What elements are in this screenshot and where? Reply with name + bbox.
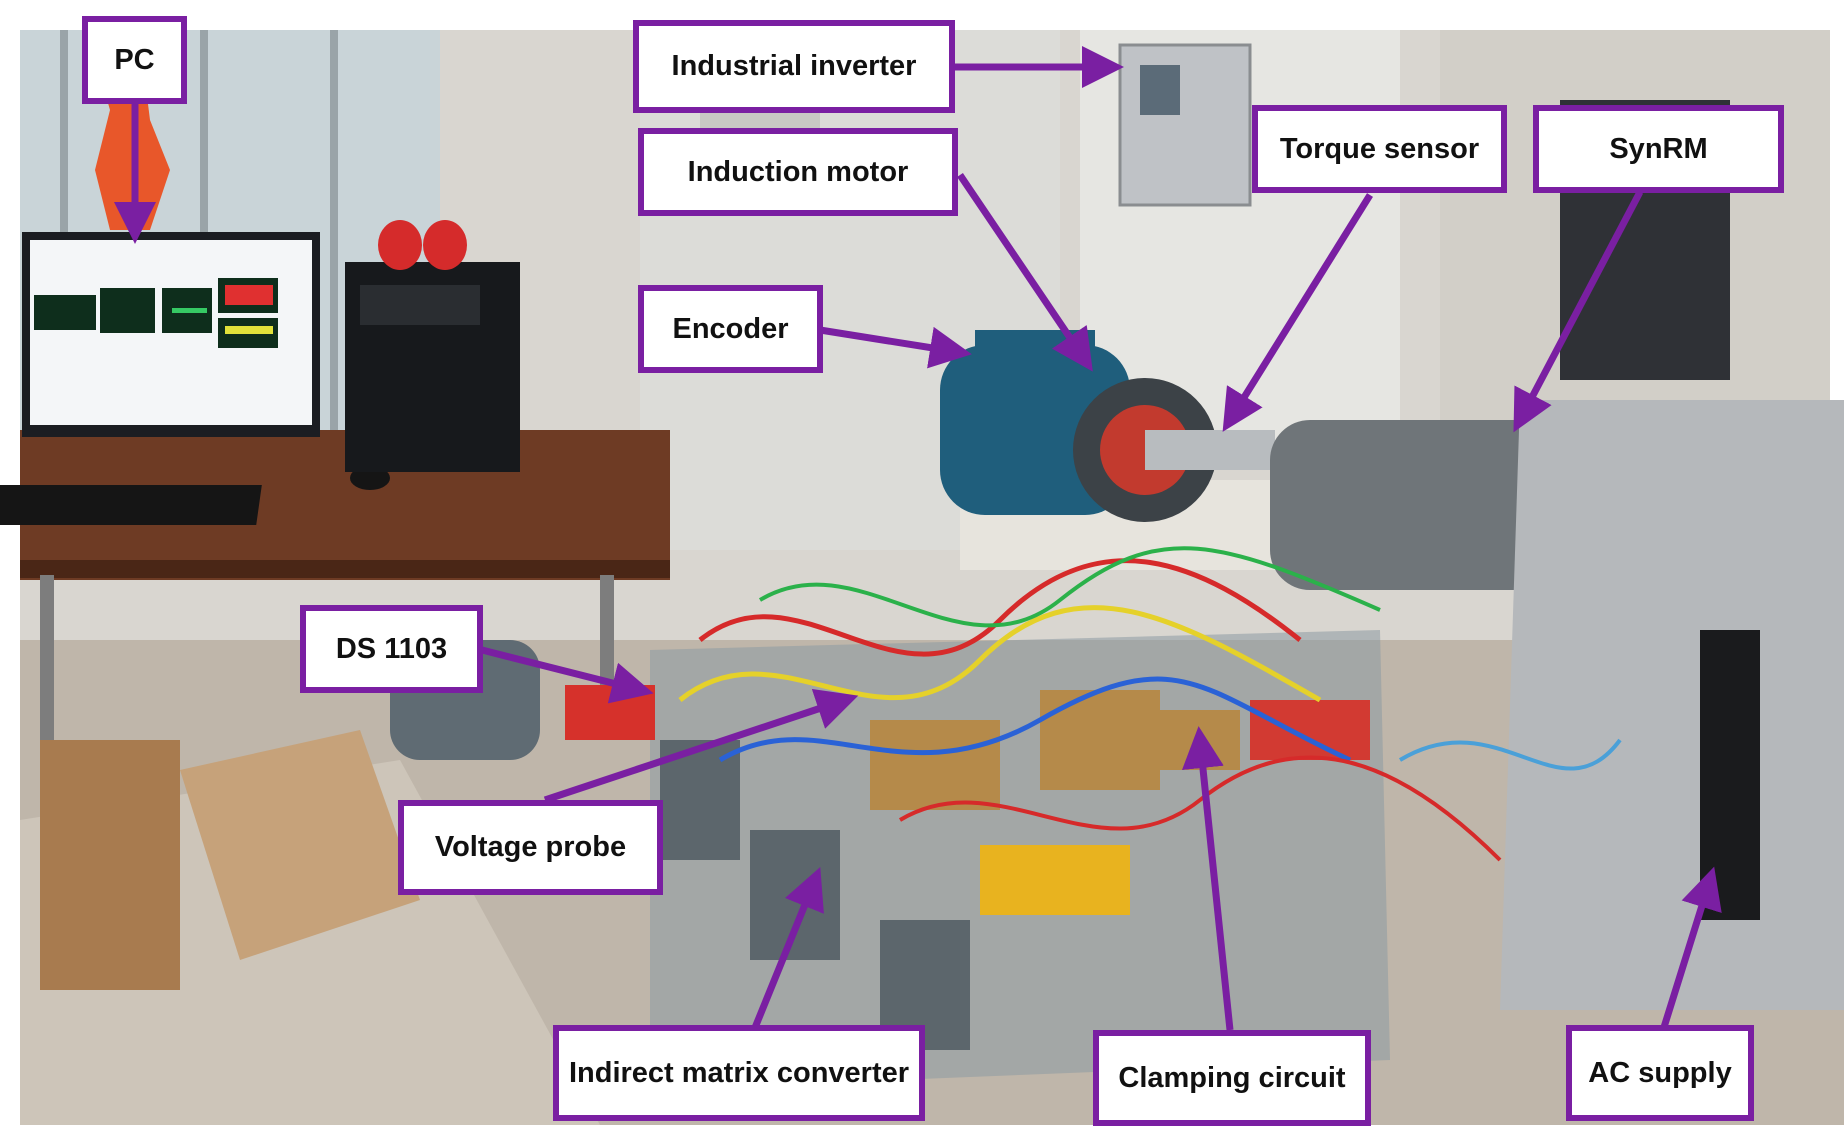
- label-synrm: SynRM: [1533, 105, 1784, 193]
- multimeter: [980, 845, 1130, 915]
- ds1103-box: [565, 685, 655, 740]
- inverter-unit: [1118, 43, 1252, 207]
- label-clamping-circuit: Clamping circuit: [1093, 1030, 1371, 1126]
- pcb-board: [870, 720, 1000, 810]
- label-torque-sensor: Torque sensor: [1252, 105, 1507, 193]
- label-voltage-probe: Voltage probe: [398, 800, 663, 895]
- label-pc: PC: [82, 16, 187, 104]
- label-induction-motor: Induction motor: [638, 128, 958, 216]
- ac-supply-cabinet: [1500, 400, 1844, 1010]
- label-indirect-matrix-converter: Indirect matrix converter: [553, 1025, 925, 1121]
- label-industrial-inverter: Industrial inverter: [633, 20, 955, 113]
- coupling: [1145, 430, 1275, 470]
- label-ds1103: DS 1103: [300, 605, 483, 693]
- label-encoder: Encoder: [638, 285, 823, 373]
- label-ac-supply: AC supply: [1566, 1025, 1754, 1121]
- keyboard: [0, 485, 262, 525]
- cardboard-box: [40, 740, 180, 990]
